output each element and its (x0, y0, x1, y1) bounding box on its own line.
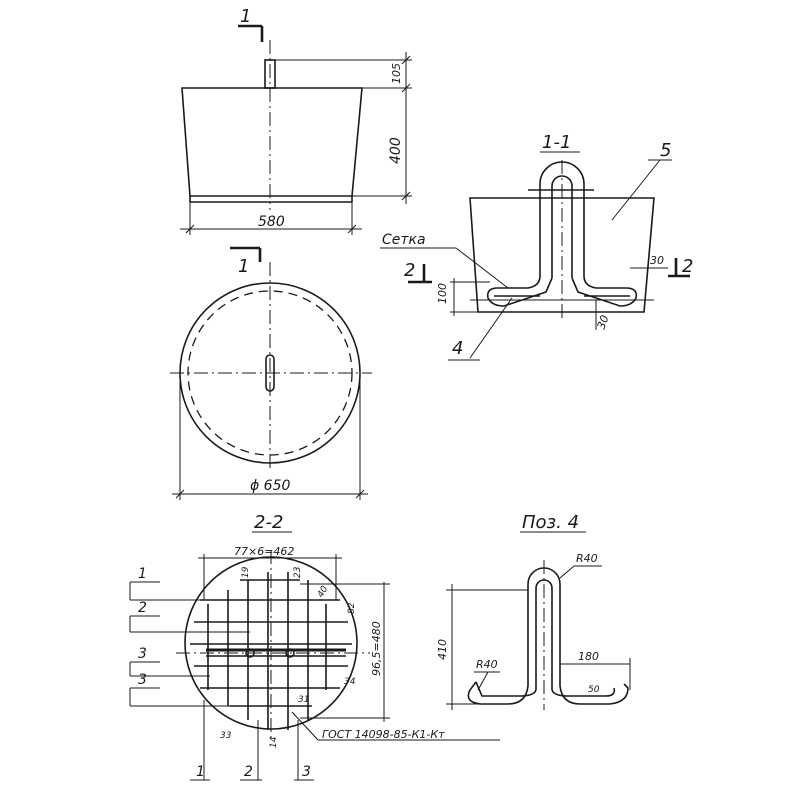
pos-4-dim-50: 50 (588, 685, 600, 695)
section-mark-2-right-label: 2 (682, 256, 693, 277)
leader-3a-text: 3 (138, 646, 147, 662)
dim-31-text: 31 (298, 695, 309, 705)
leader-2-text: 2 (138, 600, 147, 616)
dim-pin-105-text: 105 (390, 63, 403, 84)
pos-4-dim-r40-left: R40 (476, 658, 498, 671)
dim-40-text: 40 (316, 584, 331, 599)
leader-1-text: 1 (138, 566, 147, 582)
pos-4-dim-r40-top: R40 (576, 552, 598, 565)
plan-pin-slot (265, 354, 275, 392)
section-2-2: 2-2 77×6=462 96,5=480 (129, 512, 500, 781)
pos-4-dim-180: 180 (578, 650, 599, 663)
section-mark-2-right: 2 (668, 256, 693, 278)
dim-diameter-650: ϕ 650 (172, 373, 368, 500)
dim-82-text: 82 (347, 602, 357, 614)
dim-19-text: 19 (241, 566, 251, 578)
plan-view: 1 ϕ 650 (170, 246, 372, 500)
dim-right-text: 96,5=480 (370, 621, 383, 676)
bottom-1-text: 1 (196, 764, 205, 780)
bottom-leaders: 1 2 3 ГОСТ 14098-85-К1-Кт (190, 700, 500, 781)
dim-23-text: 23 (293, 566, 303, 578)
dim-height-400-text: 400 (388, 137, 404, 164)
section-1-1-body (469, 197, 655, 313)
dim-14-text: 14 (269, 736, 279, 748)
dim-30-bottom-text: 30 (595, 313, 612, 331)
section-mark-plan-label: 1 (238, 256, 249, 277)
hook-right-outer (571, 275, 638, 307)
pos-4-detail: Поз. 4 R40 410 R40 180 50 (436, 512, 631, 710)
elevation-view: 1 580 105 400 (180, 6, 412, 235)
gost-text: ГОСТ 14098-85-К1-Кт (322, 728, 445, 741)
dim-34-text: 34 (344, 677, 356, 687)
callout-4: 4 (452, 338, 463, 359)
section-mark-plan: 1 (230, 246, 262, 277)
dim-100-text: 100 (436, 283, 449, 304)
label-mesh: Сетка (382, 232, 426, 248)
leader-3b-text: 3 (138, 672, 147, 688)
bottom-2-text: 2 (244, 764, 253, 780)
block-body (181, 87, 363, 197)
dim-vertical-right: 105 400 (275, 52, 412, 204)
left-leaders: 1 2 3 3 (129, 566, 250, 707)
dim-width-580-text: 580 (258, 214, 285, 230)
dim-top-text: 77×6=462 (234, 545, 294, 558)
section-1-1: 1-1 5 Сетка 4 2 (380, 132, 693, 361)
dim-width-580: 580 (180, 202, 362, 235)
loop-inner (551, 175, 573, 278)
section-mark-2-left: 2 (404, 260, 432, 284)
section-mark-2-left-label: 2 (404, 260, 415, 281)
callout-5: 5 (660, 140, 671, 161)
bottom-3-text: 3 (302, 764, 311, 780)
pos-4-title: Поз. 4 (522, 512, 579, 533)
pos-4-dim-410: 410 (436, 639, 449, 660)
section-2-2-title: 2-2 (254, 512, 283, 533)
section-1-1-title: 1-1 (542, 132, 571, 153)
section-mark-top-label: 1 (240, 6, 251, 27)
dim-30-right-text: 30 (650, 254, 664, 267)
dim-diameter-650-text: ϕ 650 (250, 478, 291, 494)
section-mark-top: 1 (238, 6, 264, 42)
hook-left-outer (486, 275, 553, 307)
dim-33-text: 33 (220, 731, 232, 741)
